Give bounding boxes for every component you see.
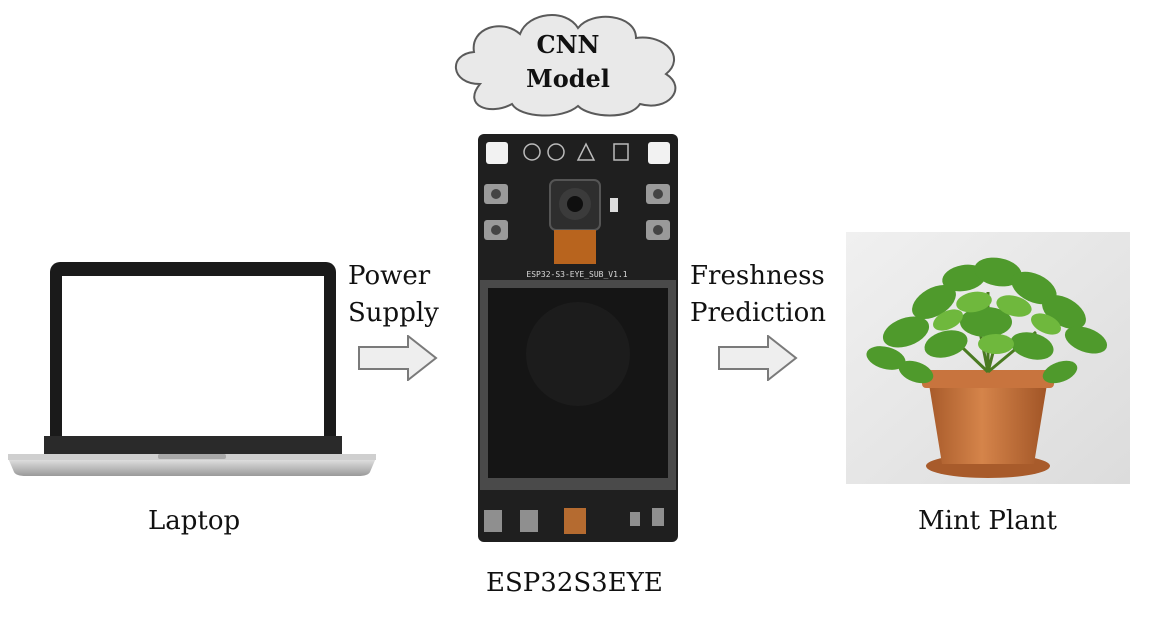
prediction-arrow xyxy=(718,333,798,383)
board-silkscreen-text: ESP32-S3-EYE_SUB_V1.1 xyxy=(526,270,627,279)
cloud-label-line2: Model xyxy=(526,64,610,93)
mint-plant-label: Mint Plant xyxy=(918,506,1057,536)
mint-plant-image xyxy=(846,232,1130,484)
laptop-image xyxy=(8,262,376,480)
esp32-label: ESP32S3EYE xyxy=(486,568,663,598)
cloud-label-line1: CNN xyxy=(536,30,600,59)
freshness-label-line1: Freshness xyxy=(690,261,825,291)
cnn-model-cloud: CNN Model xyxy=(440,6,696,118)
freshness-label-line2: Prediction xyxy=(690,298,826,328)
cloud-shape xyxy=(455,14,677,117)
esp32-board-image: ESP32-S3-EYE_SUB_V1.1 xyxy=(474,134,680,546)
power-arrow xyxy=(358,333,438,383)
laptop-label: Laptop xyxy=(148,506,241,536)
power-supply-label-line2: Supply xyxy=(348,298,439,328)
power-supply-label-line1: Power xyxy=(348,261,431,291)
